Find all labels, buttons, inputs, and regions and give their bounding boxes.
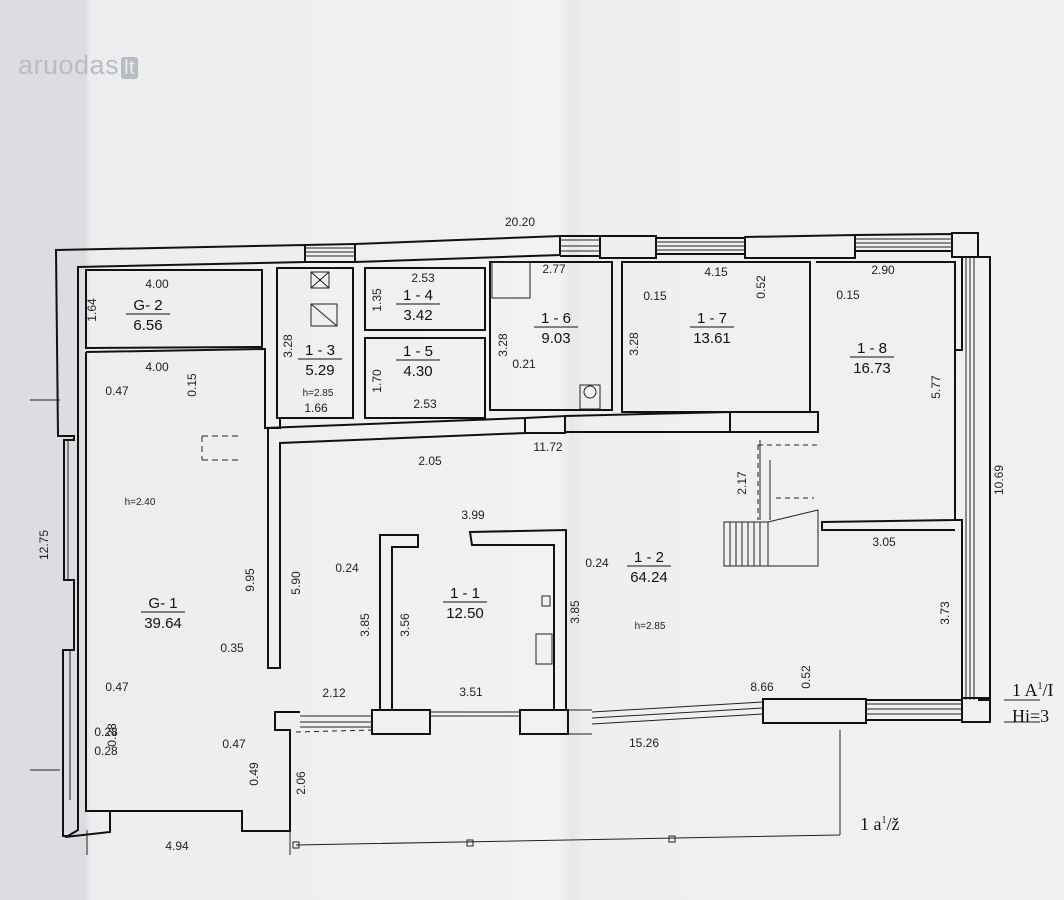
scale-label: Hi=3 <box>1012 706 1049 726</box>
dimension-label: 0.47 <box>105 680 129 694</box>
dimension-label: 15.26 <box>629 736 659 750</box>
vertical-dimension-label: 12.75 <box>37 530 51 560</box>
ceiling-height-label: h=2.40 <box>125 497 156 508</box>
dimension-label: 3.99 <box>461 508 485 522</box>
dimension-label: 0.15 <box>643 289 667 303</box>
room-area-label: 6.56 <box>133 317 162 334</box>
dimension-label: 8.66 <box>750 680 774 694</box>
room-id-label: 1 - 7 <box>697 310 727 327</box>
room-area-label: 16.73 <box>853 360 891 377</box>
vertical-dimension-label: 0.52 <box>799 665 813 689</box>
dimension-label: 0.35 <box>220 641 244 655</box>
room-id-label: 1 - 5 <box>403 343 433 360</box>
vertical-dimension-label: 3.56 <box>398 613 412 637</box>
vertical-dimension-label: 3.28 <box>627 332 641 356</box>
outer-walls <box>30 232 1040 855</box>
vertical-dimension-label: 2.17 <box>735 471 749 495</box>
vertical-dimension-label: 9.95 <box>243 568 257 592</box>
dimension-label: 0.47 <box>222 737 246 751</box>
ceiling-height-label: h=2.85 <box>303 388 334 399</box>
vertical-dimension-label: 0.49 <box>247 762 261 786</box>
vertical-dimension-label: 0.28 <box>105 723 119 747</box>
vertical-dimension-label: 0.52 <box>754 275 768 299</box>
dimension-label: 4.00 <box>145 360 169 374</box>
room-area-label: 3.42 <box>403 307 432 324</box>
vertical-dimension-label: 3.73 <box>938 601 952 625</box>
dimension-label: 2.53 <box>413 397 437 411</box>
dimension-label: 0.47 <box>105 384 129 398</box>
dimension-label: 2.05 <box>418 454 442 468</box>
room-id-label: G- 1 <box>148 595 177 612</box>
dimension-label: 0.15 <box>836 288 860 302</box>
dimension-label: 1.66 <box>304 401 328 415</box>
room-area-label: 4.30 <box>403 363 432 380</box>
vertical-dimension-label: 3.28 <box>281 334 295 358</box>
vertical-dimension-label: 0.15 <box>185 373 199 397</box>
dimension-label: 0.28 <box>94 744 118 758</box>
room-area-label: 64.24 <box>630 569 668 586</box>
vertical-dimension-label: 5.90 <box>289 571 303 595</box>
dimension-label: 0.21 <box>512 357 536 371</box>
room-id-label: 1 - 1 <box>450 585 480 602</box>
vertical-dimension-label: 1.35 <box>370 288 384 312</box>
room-id-label: 1 - 6 <box>541 310 571 327</box>
dimension-label: 4.00 <box>145 277 169 291</box>
room-id-label: 1 - 2 <box>634 549 664 566</box>
vertical-dimension-label: 1.64 <box>85 298 99 322</box>
room-area-label: 9.03 <box>541 330 570 347</box>
dimension-label: 11.72 <box>533 440 562 454</box>
dimension-label: 3.05 <box>872 535 896 549</box>
dimension-label: 2.77 <box>542 262 566 276</box>
dimension-label: 2.12 <box>322 686 346 700</box>
room-area-label: 12.50 <box>446 605 484 622</box>
vertical-dimension-label: 1.70 <box>370 369 384 393</box>
room-id-label: 1 - 3 <box>305 342 335 359</box>
dimension-label: 2.53 <box>411 271 435 285</box>
dimension-label: 20.20 <box>505 215 535 229</box>
ceiling-height-label: h=2.85 <box>635 621 666 632</box>
vertical-dimension-label: 3.28 <box>496 333 510 357</box>
room-area-label: 5.29 <box>305 362 334 379</box>
dimension-label: 0.28 <box>94 725 118 739</box>
vertical-dimension-label: 3.85 <box>568 600 582 624</box>
dimension-label: 0.24 <box>335 561 359 575</box>
vertical-dimension-label: 5.77 <box>929 375 943 399</box>
dimension-label: 3.51 <box>459 685 483 699</box>
dimension-label: 2.90 <box>871 263 895 277</box>
room-id-label: 1 - 8 <box>857 340 887 357</box>
vertical-dimension-label: 3.85 <box>358 613 372 637</box>
dimension-label: 4.94 <box>165 839 189 853</box>
dimension-label: 4.15 <box>704 265 728 279</box>
vertical-dimension-label: 10.69 <box>992 465 1006 495</box>
scale-label: 1 A1/I <box>1012 680 1054 700</box>
room-id-label: 1 - 4 <box>403 287 433 304</box>
scale-label: 1 a1/ž <box>860 814 900 834</box>
room-area-label: 13.61 <box>693 330 731 347</box>
dimension-label: 0.24 <box>585 556 609 570</box>
vertical-dimension-label: 2.06 <box>294 771 308 795</box>
room-area-label: 39.64 <box>144 615 182 632</box>
room-id-label: G- 2 <box>133 297 162 314</box>
